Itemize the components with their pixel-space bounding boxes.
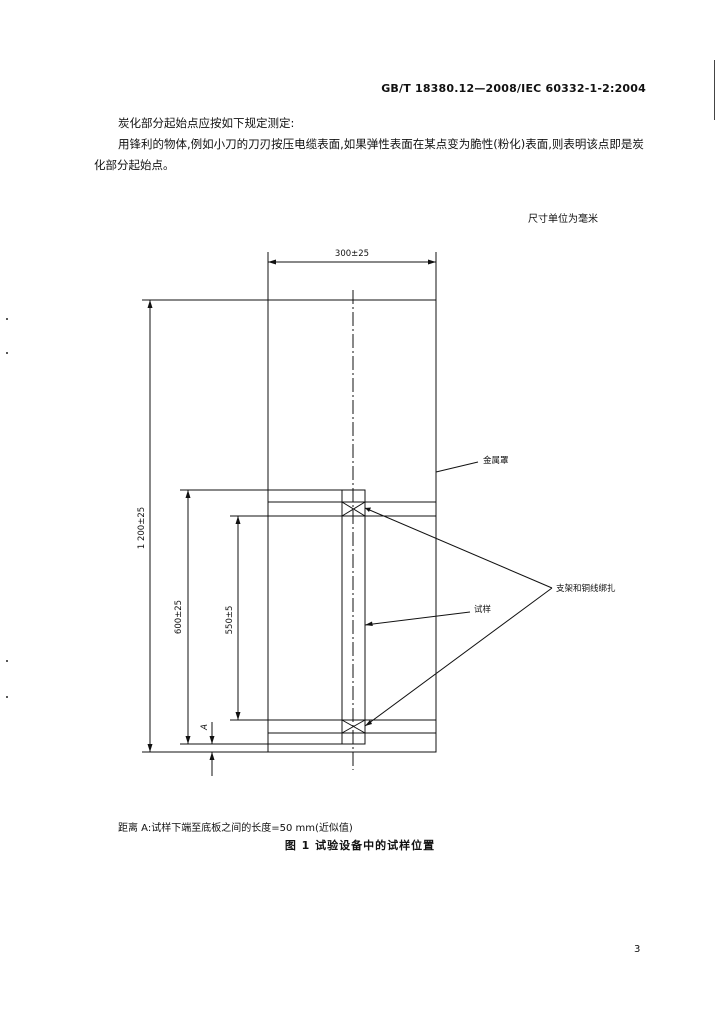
label-specimen: 试样: [474, 604, 492, 615]
leader-support-bottom: [364, 587, 553, 727]
figure-note: 距离 A:试样下端至底板之间的长度=50 mm(近似值): [118, 823, 353, 834]
leader-specimen: [364, 611, 471, 626]
scan-speck: [6, 318, 8, 320]
dim-A-label: A: [200, 724, 210, 731]
dim-550-label: 550±5: [225, 606, 235, 635]
metal-enclosure: [267, 299, 437, 753]
scan-speck: [6, 660, 8, 662]
label-support: 支架和铜线绑扎: [556, 583, 616, 594]
label-enclosure: 金属罩: [483, 455, 509, 466]
scan-edge-line: [714, 60, 715, 120]
document-header: GB/T 18380.12—2008/IEC 60332-1-2:2004: [381, 82, 646, 95]
page-number: 3: [634, 944, 641, 955]
paragraph-2: 用锋利的物体,例如小刀的刀刃按压电缆表面,如果弹性表面在某点变为脆性(粉化)表面…: [94, 137, 644, 172]
paragraph-1: 炭化部分起始点应按如下规定测定:: [118, 116, 295, 130]
cross-top-2: [341, 501, 366, 517]
dim-600-label: 600±25: [174, 600, 184, 634]
leader-enclosure: [435, 461, 479, 473]
dim-width-label: 300±25: [335, 249, 369, 259]
scan-speck: [6, 696, 8, 698]
scan-speck: [6, 352, 8, 354]
dim-total-height-label: 1 200±25: [137, 507, 147, 549]
figure-caption: 图 1 试验设备中的试样位置: [284, 839, 436, 852]
unit-note: 尺寸单位为毫米: [528, 214, 598, 225]
leader-support-top: [364, 507, 553, 589]
